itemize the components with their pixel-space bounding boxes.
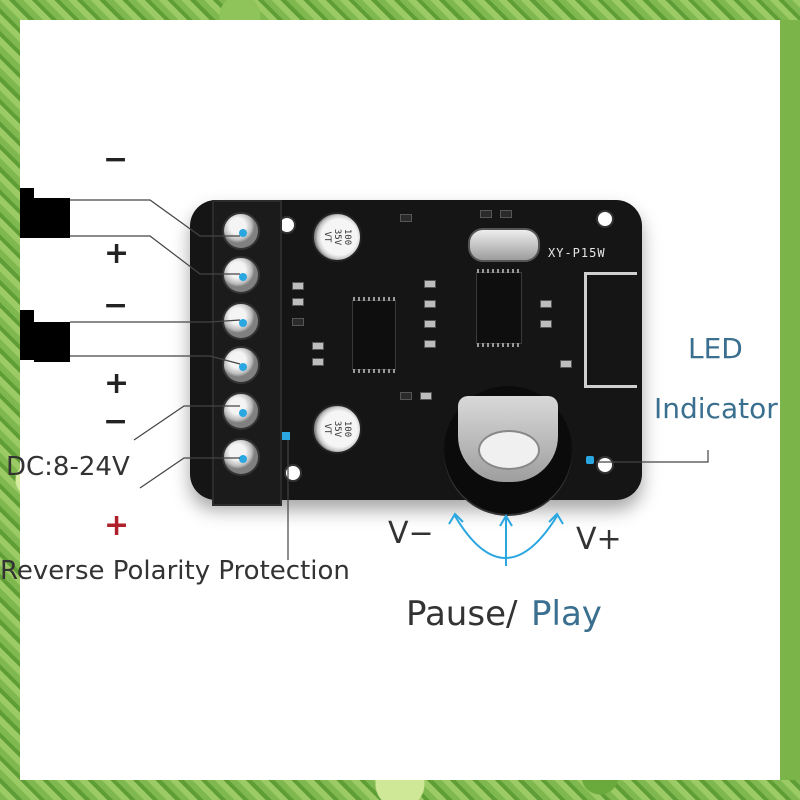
speaker-1-icon (20, 188, 34, 238)
polarity-diode-marker (282, 432, 290, 440)
speaker-2-icon (20, 310, 34, 360)
power-plus-sign: + (104, 508, 130, 543)
smd-component (424, 320, 436, 328)
leader-line-speaker2-minus (70, 319, 241, 323)
arrow-right-head (548, 512, 564, 525)
reverse-polarity-label: Reverse Polarity Protection (0, 556, 350, 586)
smd-component (540, 320, 552, 328)
mount-hole (596, 456, 614, 474)
arrow-center-head (499, 514, 513, 527)
smd-component (312, 358, 324, 366)
leader-line-power-plus (139, 457, 240, 489)
led-indicator-label-line1: LED (688, 332, 743, 365)
knob-rotation-arrows (448, 512, 564, 566)
volume-up-label: V+ (576, 522, 622, 557)
leader-line-led (596, 450, 709, 463)
smd-component (400, 392, 412, 400)
terminal-screw-5 (222, 392, 260, 430)
leader-line-speaker1-minus (70, 199, 240, 237)
smd-component (424, 340, 436, 348)
play-label: Play (531, 594, 602, 634)
smd-component (292, 318, 304, 326)
power-minus-sign: − (103, 404, 129, 439)
white-right-edge (780, 20, 800, 780)
speaker1-plus-sign: + (104, 236, 130, 271)
smd-component (500, 210, 512, 218)
arrow-left-head (448, 512, 464, 525)
speaker2-minus-sign: − (103, 288, 129, 323)
terminal-screw-4 (222, 346, 260, 384)
smd-component (540, 300, 552, 308)
leader-line-speaker1-plus (70, 235, 240, 275)
terminal-screw-1 (222, 212, 260, 250)
amplifier-chip-right (476, 269, 522, 347)
speaker-2-magnet (34, 322, 70, 362)
amplifier-chip-left (352, 297, 396, 373)
board-model-label: XY-P15W (548, 246, 606, 260)
volume-knob-shaft (478, 430, 540, 470)
mount-hole (596, 210, 614, 228)
smd-component (424, 300, 436, 308)
terminal-screw-6 (222, 438, 260, 476)
led-indicator (586, 456, 594, 464)
smd-component (560, 360, 572, 368)
speaker-1-magnet (34, 198, 70, 238)
pause-label: Pause/ (406, 594, 518, 634)
smd-component (400, 214, 412, 222)
smd-component (480, 210, 492, 218)
speaker1-minus-sign: − (103, 142, 129, 177)
smd-component (312, 342, 324, 350)
crystal-oscillator (468, 228, 540, 262)
terminal-screw-2 (222, 256, 260, 294)
leader-line-speaker2-plus (70, 355, 241, 365)
volume-down-label: V− (388, 516, 434, 551)
smd-component (292, 282, 304, 290)
smd-component (420, 392, 432, 400)
smd-component (424, 280, 436, 288)
led-indicator-label-line2: Indicator (654, 392, 778, 425)
leader-line-power-minus (133, 405, 240, 441)
bluetooth-antenna-trace (584, 272, 637, 388)
speaker2-plus-sign: + (104, 366, 130, 401)
power-input-label: DC:8-24V (6, 452, 130, 482)
smd-component (292, 298, 304, 306)
